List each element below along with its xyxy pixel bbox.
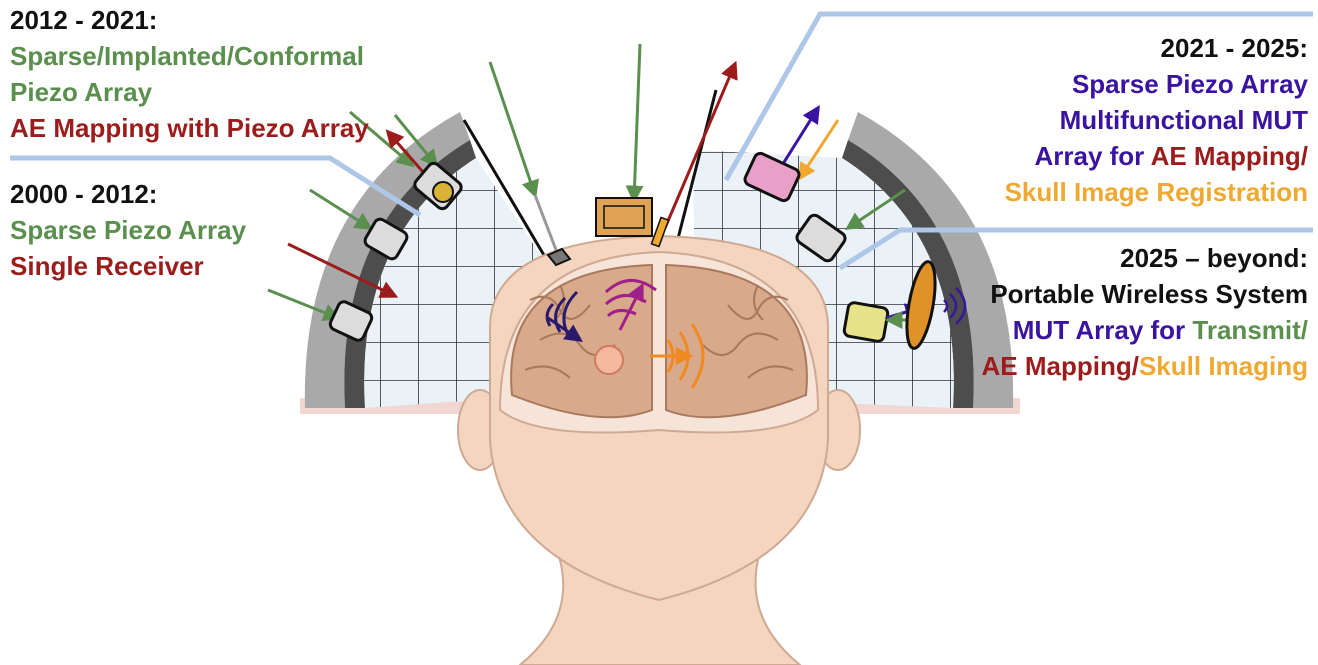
square-transducer bbox=[596, 198, 652, 236]
era-2021-line3b: AE Mapping/ bbox=[1151, 141, 1308, 171]
era-2021-line3: Array for AE Mapping/ bbox=[1005, 138, 1308, 174]
era-2012-years: 2012 - 2021: bbox=[10, 2, 369, 38]
brain-source-marker bbox=[595, 346, 623, 374]
era-2000-line2: Single Receiver bbox=[10, 248, 246, 284]
era-2021-years: 2021 - 2025: bbox=[1005, 30, 1308, 66]
era-2025-years: 2025 – beyond: bbox=[982, 240, 1308, 276]
era-2012-line3: AE Mapping with Piezo Array bbox=[10, 110, 369, 146]
era-2000-block: 2000 - 2012: Sparse Piezo Array Single R… bbox=[10, 176, 246, 284]
era-2025-block: 2025 – beyond: Portable Wireless System … bbox=[982, 240, 1308, 384]
era-2012-line1: Sparse/Implanted/Conformal bbox=[10, 38, 369, 74]
era-2021-line1: Sparse Piezo Array bbox=[1005, 66, 1308, 102]
era-2025-line3b: Skull Imaging bbox=[1139, 351, 1308, 381]
era-2025-line2b: Transmit/ bbox=[1192, 315, 1308, 345]
era-2000-years: 2000 - 2012: bbox=[10, 176, 246, 212]
era-2025-line3a: AE Mapping/ bbox=[982, 351, 1139, 381]
era-2025-line2a: MUT Array for bbox=[1013, 315, 1193, 345]
era-2000-line1: Sparse Piezo Array bbox=[10, 212, 246, 248]
era-2012-line2: Piezo Array bbox=[10, 74, 369, 110]
era-2021-line2: Multifunctional MUT bbox=[1005, 102, 1308, 138]
era-2021-line3a: Array for bbox=[1034, 141, 1150, 171]
era-2021-line4: Skull Image Registration bbox=[1005, 174, 1308, 210]
era-2012-block: 2012 - 2021: Sparse/Implanted/Conformal … bbox=[10, 2, 369, 146]
era-2025-line3: AE Mapping/Skull Imaging bbox=[982, 348, 1308, 384]
head bbox=[458, 236, 860, 665]
era-2021-block: 2021 - 2025: Sparse Piezo Array Multifun… bbox=[1005, 30, 1308, 210]
era-2025-line1: Portable Wireless System bbox=[982, 276, 1308, 312]
era-2025-line2: MUT Array for Transmit/ bbox=[982, 312, 1308, 348]
